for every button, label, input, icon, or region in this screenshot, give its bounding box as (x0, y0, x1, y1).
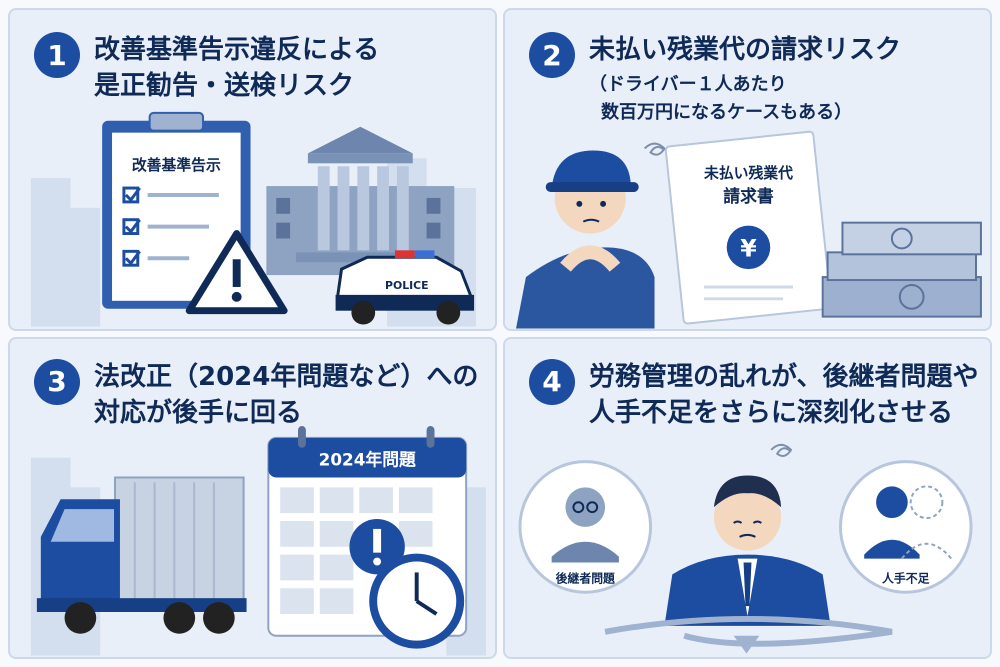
stress-swirl-icon (770, 443, 793, 457)
panel-3-title-line2: 対応が後手に回る (94, 397, 303, 428)
worried-driver-icon (516, 150, 655, 329)
panel-1-title-line1: 改善基準告示違反による (94, 35, 380, 65)
yen-coin-icon (726, 225, 771, 270)
step-number-3: 3 (34, 358, 80, 405)
clock-icon (369, 553, 465, 649)
panel-4: 後継者問題 人手不足 (503, 336, 992, 659)
clipboard-label: 改善基準告示 (132, 156, 221, 174)
calendar-label: 2024年問題 (319, 449, 416, 469)
invoice-label-line2: 請求書 (723, 186, 774, 206)
panel-4-title-line1: 労務管理の乱れが、後継者問題や (589, 361, 979, 392)
police-car-icon: POLICE (335, 250, 475, 325)
panel-3-title-line1: 法改正（2024年問題など）への (94, 361, 479, 392)
panel-1-illustration: 改善基準告示 POLICE (30, 111, 477, 327)
step-number-2: 2 (529, 32, 575, 78)
downward-spiral-arrow-icon (604, 615, 893, 654)
panel-2-sub-line2: 数百万円になるケースもある） (601, 102, 853, 123)
step-number-4: 4 (529, 358, 575, 405)
police-label: POLICE (385, 279, 429, 292)
successor-label: 後継者問題 (556, 571, 615, 585)
panel-2-sub-line1: （ドライバー１人あたり (589, 74, 787, 95)
invoice-label-line1: 未払い残業代 (703, 164, 793, 182)
warning-triangle-icon (185, 230, 288, 315)
infographic-grid: 改善基準告示 POLICE 1 改善基準告示違反による 是正勧告・送検リスク (8, 8, 992, 659)
worried-businessman-icon (664, 475, 831, 626)
step-number-1: 1 (34, 32, 80, 78)
panel-3: 2024年問題 3 法改正（2024年問題など）への 対応が後手に回る (8, 336, 497, 659)
cash-stack-icon (821, 221, 982, 318)
panel-1: 改善基準告示 POLICE 1 改善基準告示違反による 是正勧告・送検リスク (8, 8, 497, 331)
panel-3-illustration: 2024年問題 (30, 425, 486, 656)
panel-2-title-line1: 未払い残業代の請求リスク (589, 35, 902, 65)
truck-icon (36, 475, 247, 634)
successor-bubble: 後継者問題 (518, 459, 653, 594)
elderly-man-icon (551, 486, 619, 563)
panel-1-title-line2: 是正勧告・送検リスク (94, 71, 355, 101)
panel-4-illustration: 後継者問題 人手不足 (518, 443, 973, 654)
person-silhouette-icon (864, 484, 953, 559)
shortage-label: 人手不足 (882, 571, 930, 585)
labor-shortage-bubble: 人手不足 (838, 459, 973, 594)
invoice-document-icon: 未払い残業代 請求書 ¥ (664, 130, 833, 325)
yen-symbol: ¥ (740, 234, 757, 262)
panel-2-illustration: 未払い残業代 請求書 ¥ (516, 130, 982, 329)
panel-4-title-line2: 人手不足をさらに深刻化させる (589, 397, 954, 428)
stress-swirl-icon (643, 142, 666, 156)
panel-2: 未払い残業代 請求書 ¥ 2 未払い残業代の請求リスク （ドライバー１人あたり … (503, 8, 992, 331)
